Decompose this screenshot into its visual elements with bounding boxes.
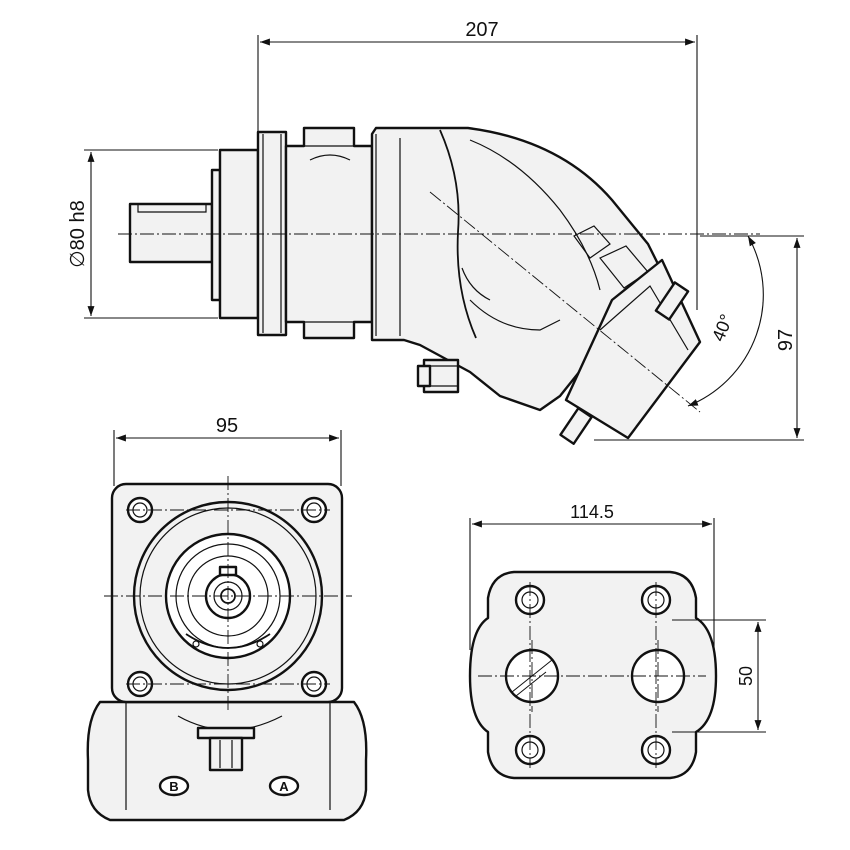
main-housing [370, 126, 662, 412]
port-flange-plate [468, 570, 718, 780]
dimension-bent-angle: 40° [687, 235, 764, 407]
port-flange-view: 114.5 50 [468, 502, 766, 780]
dimension-port-spacing-horizontal: 114.5 [469, 502, 715, 650]
port-spacing-vertical-label: 50 [736, 666, 756, 686]
dimension-port-spacing-vertical: 50 [672, 619, 766, 733]
dimension-shaft-diameter: ∅80 h8 [67, 149, 218, 319]
mounting-flange [256, 130, 288, 337]
head-bolt-top [654, 281, 690, 321]
port-a-label: A [279, 779, 289, 794]
flange-width-label: 95 [216, 415, 238, 437]
port-spacing-horizontal-label: 114.5 [570, 502, 614, 522]
overall-length-label: 207 [465, 19, 498, 41]
front-drain-plug [196, 726, 256, 772]
port-b-label: B [169, 779, 178, 794]
bent-angle-label: 40° [708, 311, 737, 344]
height-offset-label: 97 [775, 329, 797, 351]
dimension-height-offset: 97 [594, 235, 804, 441]
front-housing [284, 126, 374, 340]
side-view: 207 ∅80 h8 [67, 19, 804, 445]
drain-plug [416, 358, 460, 394]
drive-shaft [128, 202, 214, 264]
head-bolt-bottom [559, 407, 593, 445]
dimension-flange-width: 95 [113, 415, 342, 486]
front-view: 95 B A [86, 415, 368, 822]
shaft-diameter-label: ∅80 h8 [67, 200, 89, 267]
